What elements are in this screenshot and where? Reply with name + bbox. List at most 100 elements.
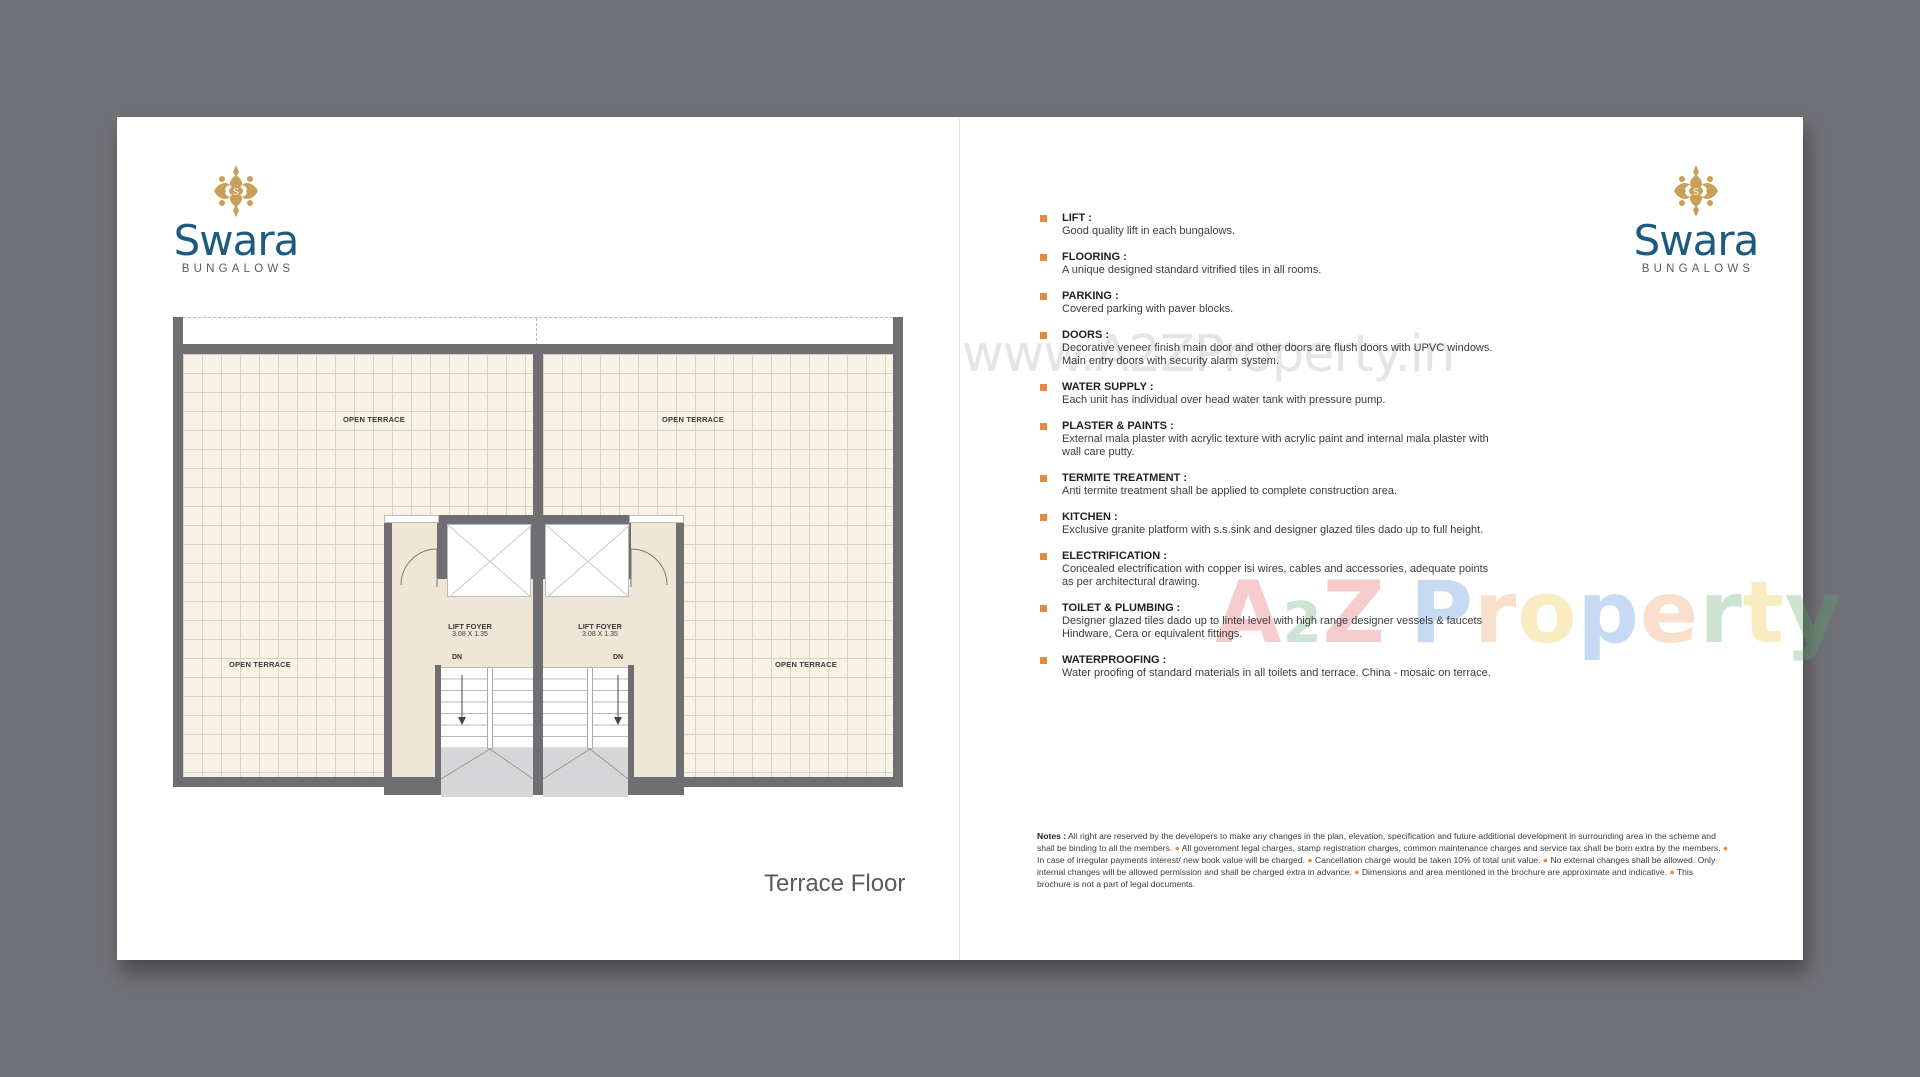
plan-top-margin [173, 317, 903, 346]
brochure-spread: S Swara BUNGALOWS [117, 117, 1841, 960]
spec-description: Covered parking with paver blocks. [1062, 303, 1234, 315]
staircase-right [543, 667, 628, 797]
note-item: This brochure is not a part of legal doc… [1037, 867, 1694, 889]
spec-item: DOORS :Decorative veneer finish main doo… [1040, 328, 1500, 368]
ornament-icon: S [1674, 165, 1718, 217]
spec-item: PLASTER & PAINTS :External mala plaster … [1040, 419, 1500, 459]
dot-bullet-icon: ● [1542, 855, 1549, 865]
notes-label: Notes : [1037, 831, 1067, 841]
brand-name: Swara [173, 216, 300, 265]
label-open-terrace: OPEN TERRACE [229, 660, 291, 669]
spec-description: Designer glazed tiles dado up to lintel … [1062, 615, 1483, 640]
spec-description: External mala plaster with acrylic textu… [1062, 433, 1489, 458]
spec-title: DOORS : [1062, 329, 1110, 341]
note-item: Cancellation charge would be taken 10% o… [1314, 855, 1541, 865]
door-swing-right [630, 548, 668, 587]
note-item: No external changes shall be allowed. On… [1037, 855, 1716, 877]
watermark-letter: o [1517, 563, 1578, 663]
brand-logo-right: S Swara BUNGALOWS [1631, 163, 1761, 275]
spec-title: LIFT : [1062, 212, 1092, 224]
spec-description: Exclusive granite platform with s.s.sink… [1062, 524, 1484, 536]
square-bullet-icon [1040, 293, 1047, 300]
spec-title: PLASTER & PAINTS : [1062, 420, 1174, 432]
watermark-letter: p [1577, 563, 1640, 663]
spec-item: WATERPROOFING :Water proofing of standar… [1040, 653, 1500, 680]
spec-description: Good quality lift in each bungalows. [1062, 225, 1236, 237]
down-arrow-icon [458, 675, 466, 725]
label-open-terrace: OPEN TERRACE [343, 415, 405, 424]
label-lift-foyer: LIFT FOYER 3.08 X 1.35 [448, 622, 492, 639]
label-dn: DN [613, 654, 624, 661]
spec-item: ELECTRIFICATION :Concealed electrificati… [1040, 549, 1500, 589]
spec-title: TOILET & PLUMBING : [1062, 602, 1181, 614]
label-open-terrace: OPEN TERRACE [662, 415, 724, 424]
spec-item: FLOORING :A unique designed standard vit… [1040, 250, 1500, 277]
spec-title: ELECTRIFICATION : [1062, 550, 1167, 562]
spec-title: PARKING : [1062, 290, 1119, 302]
note-item: Dimensions and area mentioned in the bro… [1361, 867, 1668, 877]
watermark-logo: A2Z Property [1215, 563, 1842, 663]
spec-item: TOILET & PLUMBING :Designer glazed tiles… [1040, 601, 1500, 641]
spec-description: A unique designed standard vitrified til… [1062, 264, 1322, 276]
plan-title: Terrace Floor [764, 870, 906, 897]
notes: Notes : All right are reserved by the de… [1037, 830, 1729, 890]
spec-title: FLOORING : [1062, 251, 1127, 263]
brand-logo-left: S Swara BUNGALOWS [171, 163, 301, 275]
square-bullet-icon [1040, 332, 1047, 339]
door-swing-left [400, 548, 438, 587]
spec-title: WATERPROOFING : [1062, 654, 1167, 666]
ornament-icon: S [214, 165, 258, 217]
watermark-letter: 2 [1282, 591, 1323, 656]
watermark-letter: e [1640, 563, 1700, 663]
square-bullet-icon [1040, 553, 1047, 560]
spec-description: Water proofing of standard materials in … [1062, 667, 1491, 679]
square-bullet-icon [1040, 514, 1047, 521]
dot-bullet-icon: ● [1307, 855, 1313, 865]
watermark-letter: r [1473, 563, 1518, 663]
dot-bullet-icon: ● [1669, 867, 1675, 877]
square-bullet-icon [1040, 605, 1047, 612]
square-bullet-icon [1040, 254, 1047, 261]
dot-bullet-icon: ● [1354, 867, 1360, 877]
label-lift-foyer: LIFT FOYER 3.08 X 1.35 [578, 622, 622, 639]
svg-text:S: S [1693, 188, 1699, 198]
brand-subtitle: BUNGALOWS [1641, 263, 1755, 275]
staircase-left [441, 667, 533, 797]
spec-description: Concealed electrification with copper is… [1062, 563, 1489, 588]
spec-description: Each unit has individual over head water… [1062, 394, 1386, 406]
square-bullet-icon [1040, 384, 1047, 391]
square-bullet-icon [1040, 215, 1047, 222]
note-item: All right are reserved by the developers… [1037, 831, 1716, 853]
watermark-letter: A [1215, 563, 1283, 663]
page-fold [959, 117, 960, 960]
spec-item: PARKING :Covered parking with paver bloc… [1040, 289, 1500, 316]
watermark-letter: Z [1322, 563, 1386, 663]
note-item: All government legal charges, stamp regi… [1181, 843, 1721, 853]
spec-description: Decorative veneer finish main door and o… [1062, 342, 1493, 367]
dot-bullet-icon: ● [1722, 843, 1729, 853]
spec-title: WATER SUPPLY : [1062, 381, 1154, 393]
down-arrow-icon [614, 675, 622, 725]
watermark-letter: r [1699, 563, 1743, 663]
spec-description: Anti termite treatment shall be applied … [1062, 485, 1398, 497]
spec-item: TERMITE TREATMENT :Anti termite treatmen… [1040, 471, 1500, 498]
svg-text:S: S [233, 188, 239, 198]
specifications-list: LIFT :Good quality lift in each bungalow… [1040, 211, 1500, 692]
watermark-letter: t [1742, 563, 1785, 663]
label-open-terrace: OPEN TERRACE [775, 660, 837, 669]
dot-bullet-icon: ● [1174, 843, 1180, 853]
square-bullet-icon [1040, 423, 1047, 430]
square-bullet-icon [1040, 657, 1047, 664]
terrace-floor-plan: OPEN TERRACE OPEN TERRACE OPEN TERRACE O… [173, 317, 903, 797]
brand-name: Swara [1633, 216, 1760, 265]
spec-item: KITCHEN :Exclusive granite platform with… [1040, 510, 1500, 537]
brand-subtitle: BUNGALOWS [181, 263, 295, 275]
lift-shaft-right [545, 524, 630, 598]
spec-item: LIFT :Good quality lift in each bungalow… [1040, 211, 1500, 238]
lift-shaft-left [447, 524, 532, 598]
square-bullet-icon [1040, 475, 1047, 482]
label-dn: DN [452, 654, 463, 661]
spec-title: TERMITE TREATMENT : [1062, 472, 1188, 484]
spec-item: WATER SUPPLY :Each unit has individual o… [1040, 380, 1500, 407]
watermark-letter: y [1784, 563, 1842, 663]
